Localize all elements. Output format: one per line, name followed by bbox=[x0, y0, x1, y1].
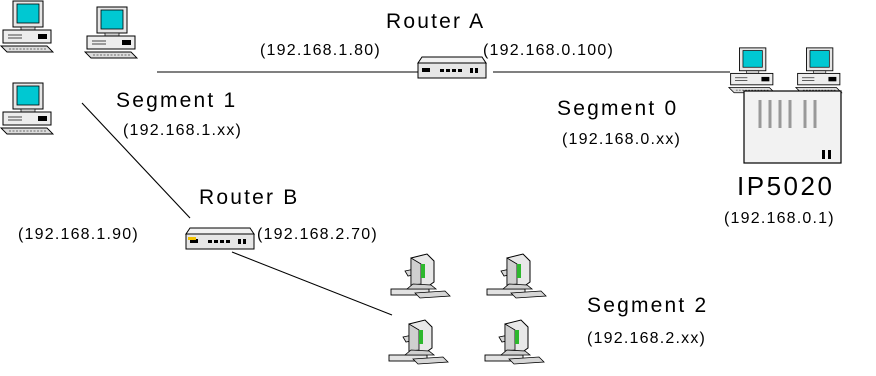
segment2-label: Segment 2 bbox=[587, 294, 709, 317]
router-icon bbox=[417, 56, 487, 79]
link-segment1-to-router-b bbox=[81, 102, 191, 219]
router-a-label: Router A bbox=[386, 10, 486, 33]
ip5020-ip: (192.168.0.1) bbox=[724, 210, 835, 227]
segment1-label: Segment 1 bbox=[116, 89, 238, 112]
segment2-subnet: (192.168.2.xx) bbox=[587, 330, 707, 347]
desktop-pc-icon bbox=[728, 47, 776, 94]
ip5020-unit-icon bbox=[743, 90, 842, 164]
router-icon bbox=[185, 227, 255, 250]
monitor-pc-icon bbox=[484, 319, 545, 365]
segment0-subnet: (192.168.0.xx) bbox=[562, 131, 682, 148]
router-b-ip-right: (192.168.2.70) bbox=[257, 226, 378, 243]
router-a-ip-right: (192.168.0.100) bbox=[483, 42, 614, 59]
desktop-pc-icon bbox=[0, 0, 54, 53]
link-router-b-to-segment2 bbox=[231, 251, 393, 316]
ip5020-label: IP5020 bbox=[737, 171, 835, 201]
desktop-pc-icon bbox=[84, 6, 138, 59]
router-b-ip-left: (192.168.1.90) bbox=[18, 226, 139, 243]
monitor-pc-icon bbox=[390, 253, 451, 299]
segment1-subnet: (192.168.1.xx) bbox=[123, 122, 243, 139]
monitor-pc-icon bbox=[388, 319, 449, 365]
monitor-pc-icon bbox=[486, 253, 547, 299]
segment0-label: Segment 0 bbox=[557, 97, 679, 120]
router-b-label: Router B bbox=[199, 186, 300, 209]
router-a-ip-left: (192.168.1.80) bbox=[260, 42, 381, 59]
desktop-pc-icon bbox=[0, 82, 54, 135]
desktop-pc-icon bbox=[795, 47, 843, 94]
